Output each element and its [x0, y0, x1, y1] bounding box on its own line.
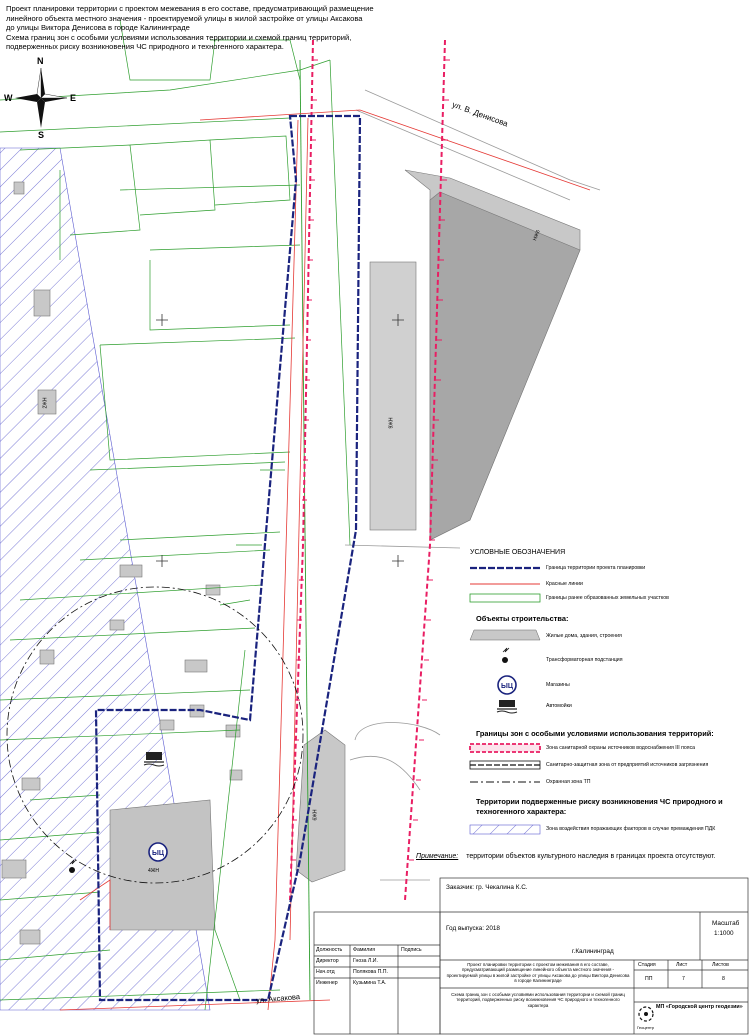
legend-symbols: ЫЦ — [469, 566, 541, 835]
stamp-customer: Заказчик: гр. Чекалина К.С. — [446, 884, 528, 891]
title-line: Проект планировки территории с проектом … — [6, 4, 374, 13]
stamp-scale-value: 1:1000 — [714, 930, 734, 937]
stamp-frame — [313, 877, 749, 1035]
building-label: 2ЖН — [42, 397, 49, 409]
legend-title: УСЛОВНЫЕ ОБОЗНАЧЕНИЯ — [470, 549, 566, 556]
stamp-person-position: Нач.отд — [316, 969, 335, 975]
project-boundary — [94, 114, 362, 1002]
stamp-stage-label: Стадия — [638, 962, 656, 968]
sanitary-zone — [289, 39, 446, 901]
stamp-sheet-label: Лист — [676, 962, 688, 968]
roads — [344, 89, 601, 881]
stamp-city: г.Калининград — [572, 948, 614, 955]
legend-object-item: Трансформаторная подстанция — [546, 657, 623, 663]
svg-text:ЫЦ: ЫЦ — [152, 850, 165, 857]
stamp-logo-text: Геоцентр — [637, 1025, 655, 1030]
legend-object-item: Автомойки — [546, 703, 572, 709]
stamp-person-position: Инженер — [316, 980, 338, 986]
stamp-sheets-label: Листов — [712, 962, 729, 968]
legend-risk-item: Зона воздействия поражающих факторов в с… — [546, 826, 716, 832]
compass-n: N — [37, 56, 44, 66]
stamp-year: Год выпуска: 2018 — [446, 925, 500, 932]
building-label: 4ЖН — [148, 868, 160, 874]
legend-zone-item: Охранная зона ТП — [546, 779, 591, 785]
legend-object-item: Магазины — [546, 682, 570, 688]
stamp-project-desc: Проект планировки территории с проектом … — [446, 962, 630, 984]
stamp-sheet-desc: Схема границ зон с особыми условиями исп… — [451, 992, 625, 1008]
title-line: подверженных риску возникновения ЧС прир… — [6, 42, 284, 52]
stamp-org: МП «Городской центр геодезии» — [656, 1004, 743, 1010]
compass-e: E — [70, 93, 77, 103]
note: Примечание: территории объектов культурно… — [416, 853, 715, 860]
risk-zone-hatch — [0, 147, 211, 1011]
legend-risk-title: Территории подверженные риску возникнове… — [476, 797, 723, 816]
stamp-person-name: Кузьмина Т.А. — [353, 980, 387, 986]
compass-rose-icon — [15, 67, 68, 128]
grid-crosses — [156, 314, 404, 567]
map-carwash-icon — [143, 752, 165, 767]
parcel-boundaries — [0, 19, 351, 1011]
buildings — [1, 169, 581, 945]
stamp-person-name: Полякова П.П. — [353, 969, 388, 975]
legend-objects-title: Объекты строительства: — [476, 614, 569, 623]
note-label: Примечание: — [416, 853, 459, 860]
stamp-col-name: Фамилия — [353, 947, 376, 953]
title-line: Схема границ зон с особыми условиями исп… — [6, 32, 352, 42]
stamp-col-position: Должность — [316, 947, 343, 953]
title-line: линейного объекта местного значения - пр… — [6, 13, 363, 23]
stamp-stage: ПП — [645, 976, 653, 982]
stamp-scale-label: Масштаб — [712, 920, 740, 927]
compass-s: S — [38, 130, 45, 140]
title-line: до улицы Виктора Денисова в городе Калин… — [6, 23, 190, 33]
map-title: Проект планировки территории с проектом … — [6, 4, 426, 52]
map-shop-icon: ЫЦ — [148, 842, 168, 862]
legend-object-item: Жилые дома, здания, строения — [546, 633, 622, 639]
map-transformer-icon — [69, 859, 77, 873]
legend-zone-item: Зона санитарной охраны источников водосн… — [546, 745, 696, 751]
legend-line-item: Граница территории проекта планировки — [546, 565, 646, 571]
legend-zones-title: Границы зон с особыми условиями использо… — [476, 729, 714, 738]
legend-line-item: Границы ранее образованных земельных уча… — [546, 595, 669, 601]
org-logo-icon — [638, 1006, 654, 1022]
stamp-col-sign: Подпись — [401, 947, 422, 953]
stamp-person-name: Гноза Л.И. — [353, 958, 378, 964]
tp-zone-circle — [6, 586, 304, 884]
note-text: территории объектов культурного наследия… — [466, 853, 716, 860]
building-label: 6ЖН — [312, 809, 319, 821]
svg-text:ЫЦ: ЫЦ — [501, 683, 514, 690]
stamp-person-position: Директор — [316, 958, 339, 964]
compass-w: W — [4, 93, 13, 103]
stamp-sheets: 8 — [722, 976, 725, 982]
building-label: 9ЖН — [388, 417, 395, 429]
sanitary-zone-ticks — [291, 59, 450, 861]
legend-line-item: Красные линии — [546, 581, 583, 587]
stamp-sheet: 7 — [682, 976, 685, 982]
legend-zone-item: Санитарно-защитная зона от предприятий и… — [546, 762, 709, 768]
